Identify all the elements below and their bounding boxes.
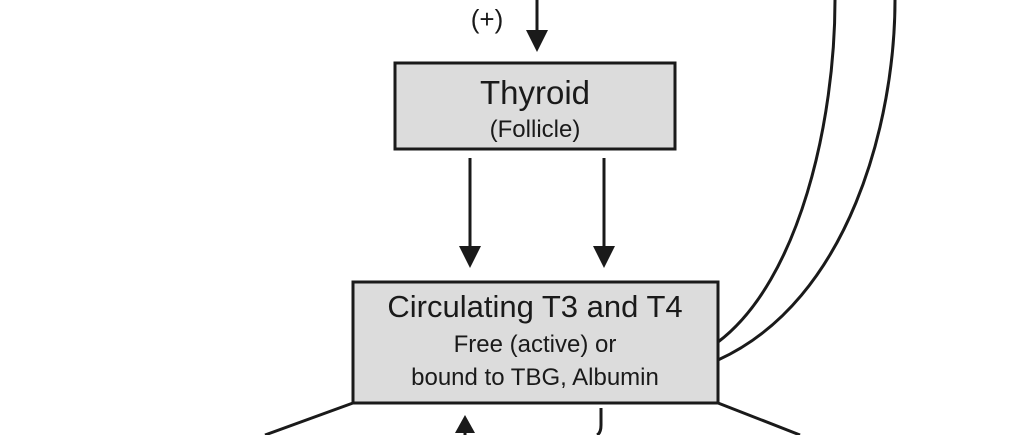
circulating-box: Circulating T3 and T4 Free (active) or b… [351, 280, 720, 405]
arrow-into-circulating-bottom [455, 415, 475, 435]
arrow-into-thyroid [526, 0, 548, 52]
diagonal-line-left [264, 401, 354, 435]
diagonal-line-right [717, 401, 801, 435]
arrow-thyroid-to-circulating-left [459, 158, 481, 268]
feedback-curve-inner [717, 0, 837, 344]
thyroid-box: Thyroid (Follicle) [393, 61, 677, 151]
feedback-curve-outer [717, 0, 897, 362]
feedback-curves [717, 0, 897, 362]
thyroid-title: Thyroid [480, 74, 590, 111]
arrow-thyroid-to-circulating-right [593, 158, 615, 268]
circulating-line2: bound to TBG, Albumin [411, 364, 659, 391]
stimulation-plus-label: (+) [471, 4, 504, 34]
thyroid-subtitle: (Follicle) [490, 116, 581, 143]
line-out-circulating-bottom [596, 408, 603, 435]
circulating-line1: Free (active) or [454, 331, 617, 358]
circulating-title: Circulating T3 and T4 [387, 289, 682, 324]
